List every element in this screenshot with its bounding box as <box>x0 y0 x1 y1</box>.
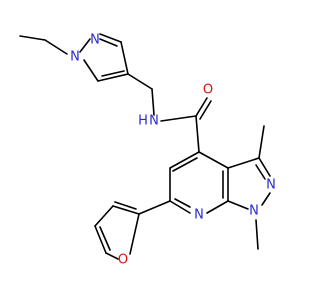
bond-pyridine-c4-c5 <box>169 151 200 169</box>
bond-nh-carbonyl <box>160 115 197 122</box>
bond-n1-methyl <box>255 219 259 250</box>
bond-c6-furan <box>138 200 171 215</box>
bond-c3-methyl <box>258 125 265 159</box>
bond-carbonyl-o <box>195 97 208 117</box>
bond-pyr2-c3a-c3 <box>227 157 260 169</box>
bond-pyr1-c5-c4-inner <box>101 70 125 77</box>
bond-carbonyl-c4ring <box>195 115 200 153</box>
bond-pyridine-c6-n7 <box>169 200 191 214</box>
atom-n-pyrazole-ethyl: N <box>70 50 80 65</box>
bond-pyr2-n2-n1 <box>261 192 271 206</box>
bond-pyr2-n1-c7a <box>227 200 249 210</box>
atom-n-pyrazole-right-lower: N <box>249 204 259 219</box>
molecule-structure-diagram: N N N H O N N N O <box>19 33 276 268</box>
bond-furan-o-c2 <box>129 213 140 255</box>
atom-n-amide: N <box>149 114 159 129</box>
bond-pyridine-n7-c7a <box>206 200 229 214</box>
bond-pyr1-c3-n2-inner <box>99 38 118 47</box>
bond-furan-c2-c3 <box>112 205 140 215</box>
bond-furan-c2-c3-inner <box>114 201 137 210</box>
bond-pyr1-c5-c4 <box>97 73 129 82</box>
bond-pyridine-c6-n7-inner <box>174 198 191 208</box>
bond-ch2-nh <box>151 88 155 116</box>
atom-o-furan: O <box>118 253 128 268</box>
bond-pyr2-c3-n2 <box>258 157 271 177</box>
bond-pyr1-n1-c5 <box>83 59 99 82</box>
bond-c4-ch2 <box>127 73 153 90</box>
atom-n-pyrazole-right-upper: N <box>266 178 276 193</box>
atom-n-pyridine: N <box>194 208 204 223</box>
bond-pyridine-c4-c5-inner <box>172 157 198 172</box>
bond-pyridine-c3a-c4 <box>198 151 229 169</box>
bond-furan-c3-c4 <box>94 205 114 227</box>
bond-furan-c4-c5-inner <box>99 226 111 251</box>
atom-o-carbonyl: O <box>203 83 213 98</box>
bond-carbonyl-o-inner <box>199 100 212 120</box>
bond-pyr1-c3-n2 <box>99 33 122 43</box>
bond-pyr1-c4-c3 <box>120 41 129 75</box>
bond-pyr1-n2-n1 <box>79 38 91 53</box>
bond-ethyl-ch3 <box>19 35 46 41</box>
bond-pyr2-c3-n2-inner <box>255 164 266 180</box>
bond-ethyl-ch2-n <box>44 39 68 55</box>
atom-h-amide: H <box>138 114 148 129</box>
bond-furan-c5-o <box>105 252 119 260</box>
bond-furan-c4-c5 <box>94 225 107 254</box>
atom-n-pyrazole-top: N <box>90 33 100 48</box>
